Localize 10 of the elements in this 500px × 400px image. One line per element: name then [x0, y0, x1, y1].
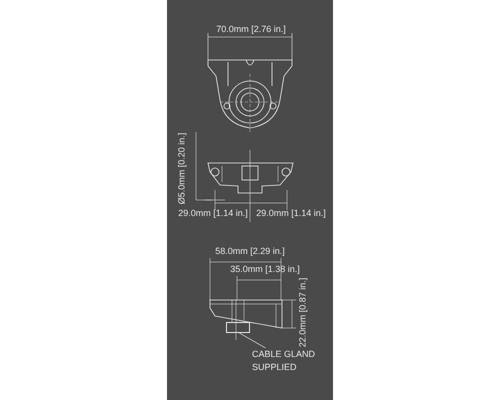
dimension-label: 29.0mm [1.14 in.]	[255, 208, 327, 219]
dimension-label: 22.0mm [0.87 in.]	[298, 276, 308, 350]
dimension-label: 29.0mm [1.14 in.]	[177, 208, 249, 219]
dimension-label: 35.0mm [1.38 in.]	[229, 264, 301, 275]
dimension-label: 58.0mm [2.29 in.]	[214, 246, 286, 257]
dimension-label: 70.0mm [2.76 in.]	[215, 24, 287, 35]
dimension-label: Ø5.0mm [0.20 in.]	[176, 132, 188, 206]
callout-text: CABLE GLAND SUPPLIED	[252, 348, 324, 374]
leader-line	[239, 332, 266, 348]
cable-gland	[226, 322, 250, 333]
